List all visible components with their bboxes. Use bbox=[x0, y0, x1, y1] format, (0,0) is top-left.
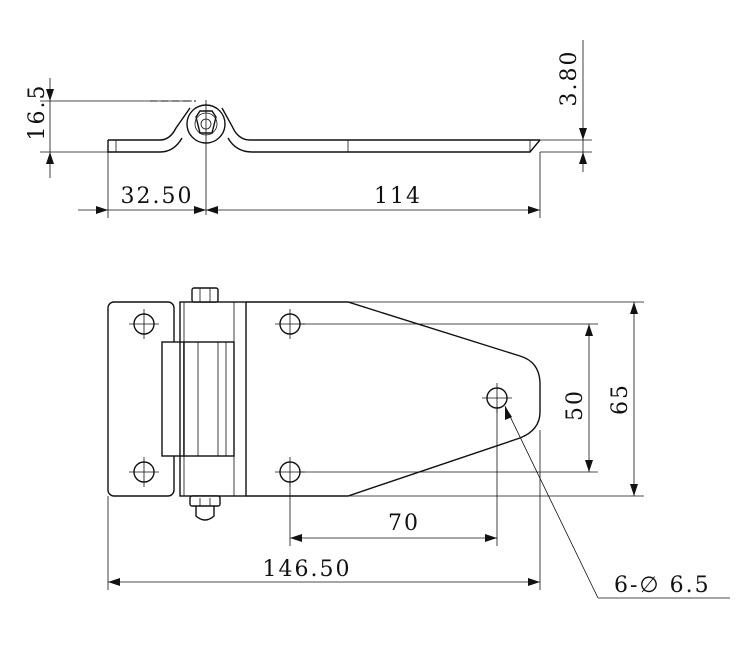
dim-overall-length: 146.50 bbox=[263, 557, 352, 582]
dim-pivot-offset: 32.50 bbox=[121, 184, 194, 209]
hole-callout: 6-∅ 6.5 bbox=[614, 573, 711, 598]
dim-overall-width: 65 bbox=[608, 383, 633, 415]
dim-leaf-length: 114 bbox=[374, 184, 422, 209]
dim-hole-spacing-h: 70 bbox=[388, 511, 420, 536]
dim-thickness: 3.80 bbox=[557, 50, 582, 107]
side-view: 16.5 3.80 32.50 114 bbox=[25, 40, 592, 218]
dim-height-offset: 16.5 bbox=[25, 84, 50, 141]
dim-hole-spacing-v: 50 bbox=[563, 389, 588, 421]
plan-view: 50 65 70 146.50 6-∅ 6.5 bbox=[107, 287, 730, 599]
